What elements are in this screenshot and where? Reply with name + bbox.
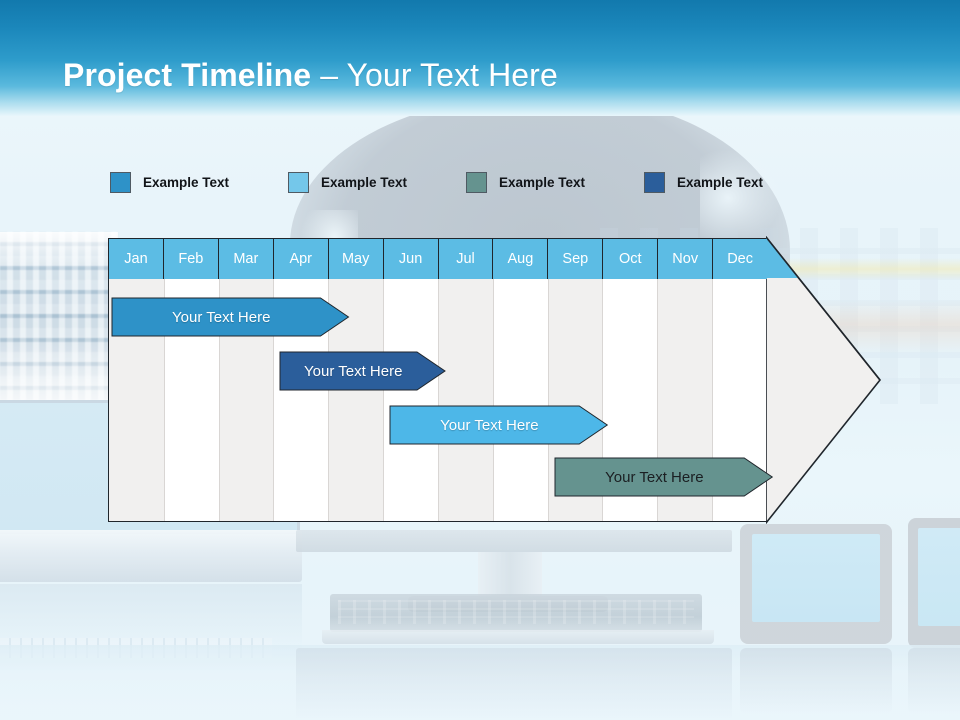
timeline-column-jun: [383, 239, 438, 521]
month-header-apr[interactable]: Apr: [273, 239, 329, 279]
month-header-oct[interactable]: Oct: [603, 239, 659, 279]
column-divider: [657, 279, 659, 521]
column-divider: [547, 279, 549, 521]
timeline-column-aug: [492, 239, 548, 521]
legend-item-label: Example Text: [321, 174, 408, 190]
tablet-screen-a: [752, 534, 880, 622]
keyboard-image: [330, 594, 702, 632]
legend: Example Text Example Text Example Text Exam…: [110, 170, 810, 194]
timeline-column-jul: [437, 239, 493, 521]
month-header-feb[interactable]: Feb: [163, 239, 219, 279]
page-title-dash: –: [311, 57, 347, 93]
column-divider: [328, 279, 330, 521]
timeline-column-dec: [712, 239, 767, 521]
legend-swatch-icon: [466, 171, 487, 193]
legend-item-4[interactable]: Example Text: [644, 170, 763, 194]
month-header-dec[interactable]: Dec: [713, 239, 768, 279]
column-divider: [273, 279, 275, 521]
legend-item-2[interactable]: Example Text: [288, 170, 407, 194]
world-map-highlight-right: [700, 150, 780, 246]
legend-swatch-icon: [644, 171, 665, 193]
monitor-bezel-image: [296, 530, 732, 552]
legend-item-label: Example Text: [677, 174, 764, 190]
column-divider: [218, 279, 220, 521]
month-header-aug[interactable]: Aug: [493, 239, 549, 279]
timeline-column-mar: [218, 239, 274, 521]
legend-swatch-icon: [110, 171, 131, 193]
page-title-strong: Project Timeline: [63, 57, 312, 93]
tablet-screen-b: [918, 528, 960, 626]
background-band-yellow: [760, 258, 960, 280]
legend-swatch-icon: [288, 171, 309, 193]
page-title-rest: Your Text Here: [346, 57, 558, 93]
timeline-bar-3[interactable]: Your Text Here: [389, 405, 608, 445]
column-divider: [163, 279, 165, 521]
tablet-reflection-b: [908, 648, 960, 714]
timeline-bar-1[interactable]: Your Text Here: [111, 297, 350, 337]
timeline-arrow-head: [766, 236, 884, 524]
tablet-reflection-a: [740, 648, 892, 714]
keyboard-tray-image: [322, 630, 714, 644]
timeline-column-jan: [109, 239, 164, 521]
legend-item-1[interactable]: Example Text: [110, 170, 229, 194]
title-banner: Project Timeline – Your Text Here: [0, 0, 960, 116]
page-title: Project Timeline – Your Text Here: [63, 57, 558, 94]
timeline-column-oct: [602, 239, 657, 521]
laptop-base-image: [0, 530, 302, 582]
binary-code-fade: [0, 232, 118, 400]
legend-item-label: Example Text: [143, 174, 230, 190]
month-header-nov[interactable]: Nov: [658, 239, 714, 279]
legend-item-label: Example Text: [499, 174, 586, 190]
timeline-column-feb: [163, 239, 219, 521]
keyboard-keys-image: [338, 600, 694, 624]
timeline-bar-2[interactable]: Your Text Here: [279, 351, 446, 391]
monitor-reflection: [296, 648, 732, 720]
column-divider: [712, 279, 714, 521]
month-header-sep[interactable]: Sep: [548, 239, 604, 279]
laptop-reflection: [0, 584, 302, 650]
column-divider: [383, 279, 385, 521]
month-header-may[interactable]: May: [328, 239, 384, 279]
column-divider: [602, 279, 604, 521]
timeline-bar-4[interactable]: Your Text Here: [554, 457, 773, 497]
column-divider: [492, 279, 494, 521]
timeline-column-apr: [273, 239, 328, 521]
month-header-jun[interactable]: Jun: [383, 239, 439, 279]
column-divider: [437, 279, 439, 521]
month-header-jan[interactable]: Jan: [109, 239, 164, 279]
legend-item-3[interactable]: Example Text: [466, 170, 585, 194]
month-header-mar[interactable]: Mar: [218, 239, 274, 279]
month-header-jul[interactable]: Jul: [438, 239, 494, 279]
